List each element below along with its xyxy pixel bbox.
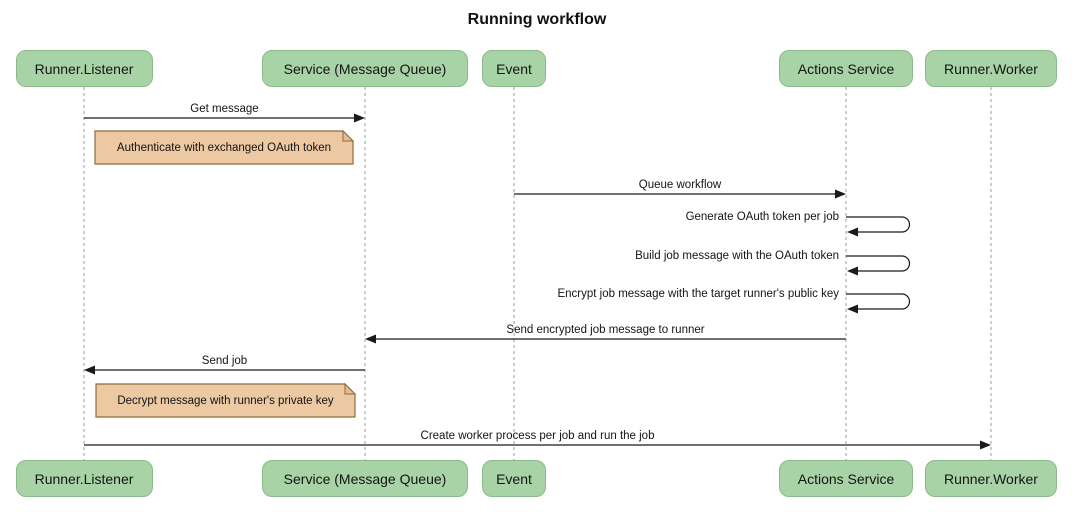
message-label-7: Send job: [201, 355, 248, 367]
message-label-6: Send encrypted job message to runner: [506, 324, 705, 336]
self-message-loop-4: [846, 255, 911, 272]
actor-box-runner-listener-bottom: Runner.Listener: [15, 460, 153, 497]
actor-box-runner-worker-top: Runner.Worker: [925, 50, 1057, 87]
note-fold-corner-1: [342, 129, 355, 142]
actor-box-event-top: Event: [482, 50, 546, 87]
self-message-arrowhead-4: [847, 266, 858, 276]
actor-box-actions-service-bottom: Actions Service: [779, 460, 913, 497]
message-arrowhead-0: [354, 113, 365, 123]
self-message-loop-3: [846, 216, 911, 233]
note-label-1: Authenticate with exchanged OAuth token: [116, 141, 332, 154]
note-shape-8: [95, 383, 356, 418]
self-message-arrowhead-3: [847, 227, 858, 237]
actor-box-service-mq-top: Service (Message Queue): [262, 50, 468, 87]
self-message-label-3: Generate OAuth token per job: [685, 211, 839, 223]
message-arrowhead-2: [835, 189, 846, 199]
note-shape-1: [94, 130, 354, 165]
message-arrowhead-9: [980, 440, 991, 450]
actor-box-runner-listener-top: Runner.Listener: [15, 50, 153, 87]
self-message-loop-5: [846, 293, 911, 310]
self-message-label-4: Build job message with the OAuth token: [635, 250, 839, 262]
message-arrowhead-7: [84, 365, 95, 375]
self-message-label-5: Encrypt job message with the target runn…: [557, 288, 839, 300]
message-label-2: Queue workflow: [638, 179, 722, 191]
message-arrowhead-6: [365, 334, 376, 344]
diagram-title: Running workflow: [467, 11, 607, 28]
note-label-8: Decrypt message with runner's private ke…: [117, 394, 334, 407]
actor-box-runner-worker-bottom: Runner.Worker: [925, 460, 1057, 497]
actor-box-actions-service-top: Actions Service: [779, 50, 913, 87]
actor-box-event-bottom: Event: [482, 460, 546, 497]
message-label-9: Create worker process per job and run th…: [420, 430, 655, 442]
note-fold-corner-8: [344, 382, 357, 395]
actor-box-service-mq-bottom: Service (Message Queue): [262, 460, 468, 497]
self-message-arrowhead-5: [847, 304, 858, 314]
message-label-0: Get message: [190, 103, 259, 115]
